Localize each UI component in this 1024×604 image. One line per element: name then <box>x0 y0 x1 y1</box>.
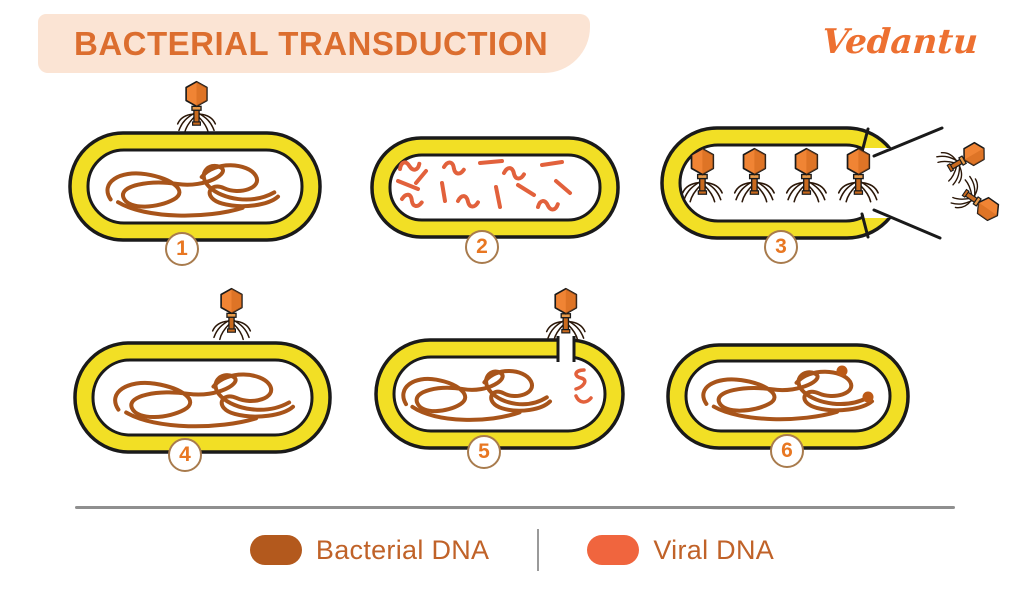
stage-number: 5 <box>478 440 490 463</box>
stage-number: 3 <box>775 235 787 258</box>
stage-number-badge: 6 <box>770 434 804 468</box>
legend-separator <box>537 529 540 571</box>
vedantu-logo: Vedantu <box>820 22 980 62</box>
bacterium-cell-icon <box>73 341 332 454</box>
bacteriophage-icon <box>545 287 586 341</box>
escaping-bacteriophage-icon <box>948 173 1009 231</box>
stage-3-graphic <box>660 126 1009 240</box>
legend-label: Viral DNA <box>653 534 775 565</box>
viral-dna-swatch <box>587 535 640 565</box>
legend-label: Bacterial DNA <box>315 534 490 565</box>
injection-channel <box>556 334 576 362</box>
viral-dna-fragments-icon <box>396 159 572 212</box>
stage-number-badge: 4 <box>168 438 202 472</box>
legend-item-bacterial-dna: Bacterial DNA <box>249 534 490 566</box>
stage-number-badge: 3 <box>764 230 798 264</box>
legend: Bacterial DNA Viral DNA <box>0 528 1024 572</box>
stage-6-graphic <box>666 343 910 450</box>
injected-viral-dna-icon <box>574 368 593 404</box>
bacterial-dna-swatch <box>249 535 302 565</box>
stage-number-badge: 2 <box>465 230 499 264</box>
integrated-viral-dna-dot <box>862 391 874 403</box>
bursting-bacterium-cell-icon <box>660 126 944 240</box>
stage-number-badge: 5 <box>467 435 501 469</box>
stage-number-badge: 1 <box>165 232 199 266</box>
bacteriophage-icon <box>211 287 252 341</box>
bacteriophage-icon <box>176 80 217 134</box>
stage-number: 1 <box>176 237 188 260</box>
integrated-viral-dna-dot <box>836 365 848 377</box>
stage-5-graphic <box>374 287 625 450</box>
escaping-bacteriophage-icon <box>933 132 994 188</box>
stage-1-graphic <box>68 80 322 242</box>
stage-2-graphic <box>370 136 620 239</box>
stage-number: 4 <box>179 443 191 466</box>
header-banner: BACTERIAL TRANSDUCTION <box>38 14 590 73</box>
stage-number: 6 <box>781 439 793 462</box>
stage-number: 2 <box>476 235 488 258</box>
burst-opening-lines <box>860 126 944 240</box>
page-title: BACTERIAL TRANSDUCTION <box>74 25 549 62</box>
stage-4-graphic <box>73 287 332 454</box>
legend-item-viral-dna: Viral DNA <box>587 535 774 566</box>
legend-divider-line <box>75 506 955 509</box>
